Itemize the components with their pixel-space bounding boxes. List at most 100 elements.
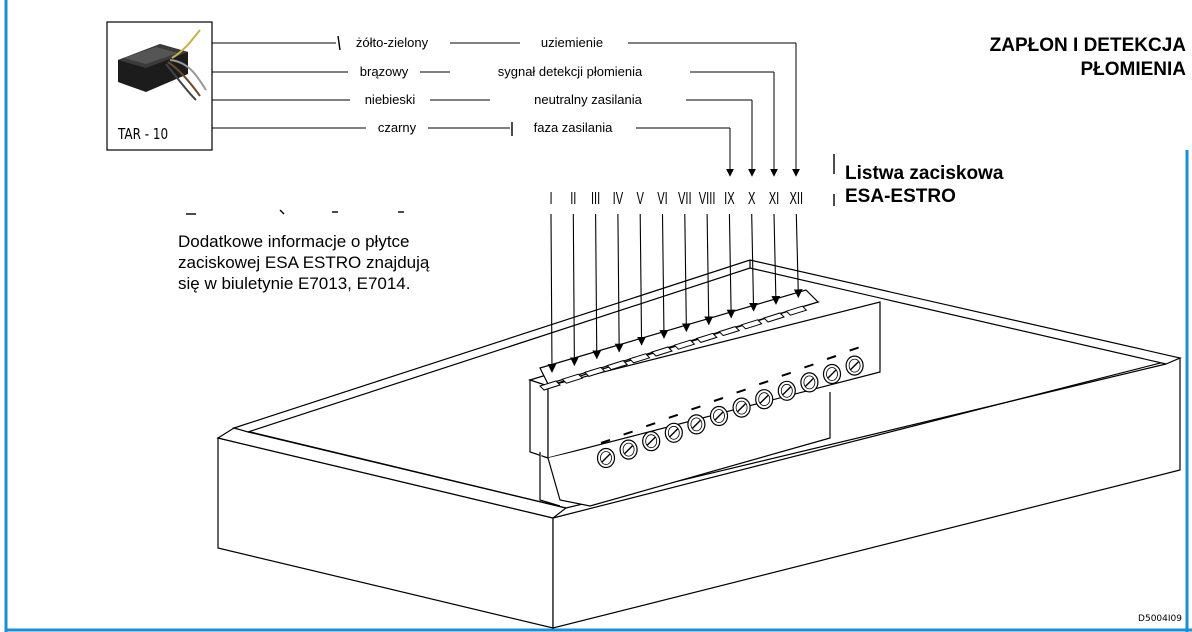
terminal-number: VI [657,188,668,208]
wire-color-label: żółto-zielony [356,35,429,50]
terminal-slot [785,305,808,316]
terminal-screw-slot [601,453,611,463]
tar-10-device-image [106,21,213,151]
terminal-screw-head [803,375,816,390]
terminal-screw-slot [804,377,814,387]
terminal-mark [804,363,814,369]
info-note: Dodatkowe informacje o płytce zaciskowej… [178,231,498,294]
terminal-screw-slot [646,436,656,446]
terminal-screw-slot [850,361,860,371]
terminal-mark [849,346,859,352]
terminal-screw-slot [669,428,679,438]
terminal-slot [539,380,561,391]
terminal-block-title-line1: Listwa zaciskowa [845,163,1004,184]
terminal-arrow [614,213,624,353]
terminal-slot [718,326,741,337]
terminal-mark [623,430,633,436]
terminal-number: I [549,188,552,208]
terminal-mark [826,355,837,360]
terminal-screw-head [780,383,793,398]
terminal-screw-slot [827,369,837,379]
terminal-screw-slot [759,394,769,404]
terminal-arrow [704,213,714,326]
terminal-screws [596,346,864,469]
info-note-line2: zaciskowej ESA ESTRO znajdują [178,253,430,272]
wire-function-label: uziemienie [541,35,603,50]
terminal-arrows [547,213,803,373]
terminal-screw-slot [691,419,701,429]
page-title-line2: PŁOMIENIA [1080,59,1186,80]
wire-color-label: brązowy [360,64,409,79]
terminal-number: XII [789,188,803,208]
terminal-screw-head [758,392,771,407]
wire-function-label: faza zasilania [534,120,614,135]
terminal-mark [781,371,792,377]
terminal-arrow [793,213,803,299]
terminal-arrow [569,213,579,367]
terminal-block-title: Listwa zaciskowa ESA-ESTRO [845,162,1003,208]
page-title: ZAPŁON I DETEKCJA PŁOMIENIA [990,34,1186,82]
terminal-slot [651,346,673,357]
terminal-arrow [659,213,669,339]
terminal-screw-head [826,367,838,381]
terminal-screw-head [645,434,658,449]
info-note-line3: się w biuletynie E7013, E7014. [178,274,411,293]
terminal-mark [668,413,679,419]
wire-function-label: sygnał detekcji płomienia [498,64,643,79]
wire-labels: żółto-zielony uziemienie brązowy sygnał det… [356,35,643,135]
clipped-text-fragments [186,35,835,215]
terminal-screw-head [622,442,635,457]
terminal-screw-head [735,400,748,415]
terminal-number: IX [724,188,735,208]
terminal-mark [600,439,611,444]
terminal-arrow [749,213,758,312]
terminal-slot [583,366,606,377]
terminal-number: IV [613,188,624,208]
terminal-slots [539,305,808,391]
terminal-slot [673,339,696,350]
terminal-number: XI [769,188,780,208]
terminal-arrow [681,213,691,333]
terminal-number: II [570,188,576,208]
terminal-slot [606,360,629,371]
terminal-screw-head [600,451,612,465]
terminal-block-title-line2: ESA-ESTRO [845,186,956,207]
terminal-screw-slot [737,403,747,413]
terminal-number: V [636,188,643,208]
terminal-mark [691,405,701,411]
terminal-slot [561,373,584,384]
wire-color-label: niebieski [365,92,416,107]
device-label: TAR - 10 [118,125,169,143]
wire-function-label: neutralny zasilania [534,92,642,107]
terminal-number: VII [678,188,692,208]
terminal-arrow [726,213,736,319]
terminal-screw-slot [714,411,724,421]
info-note-line1: Dodatkowe informacje o płytce [178,232,410,251]
terminal-screw-head [667,425,680,440]
terminal-screw-head [690,417,703,432]
terminal-slot [740,319,763,330]
wire-leaders [212,42,800,177]
terminal-number: X [748,188,755,208]
terminal-slot [695,332,718,343]
terminal-screw-slot [624,445,634,455]
wire-color-label: czarny [378,120,417,135]
terminal-number: VIII [699,188,716,208]
terminal-arrow [637,213,646,346]
terminal-mark [736,388,746,394]
terminal-screw-slot [782,386,792,396]
terminal-mark [713,397,724,402]
mounting-plate [216,259,1182,629]
terminal-number: III [591,188,600,208]
terminal-slot [763,312,785,323]
terminal-arrow [771,213,781,305]
terminal-arrow [547,213,557,373]
terminal-block-body [528,289,881,507]
terminal-screw-head [713,409,725,423]
terminal-mark [758,380,769,386]
drawing-code: D5004I09 [1138,614,1182,624]
terminal-arrow [592,213,602,360]
terminal-slot [628,353,651,364]
